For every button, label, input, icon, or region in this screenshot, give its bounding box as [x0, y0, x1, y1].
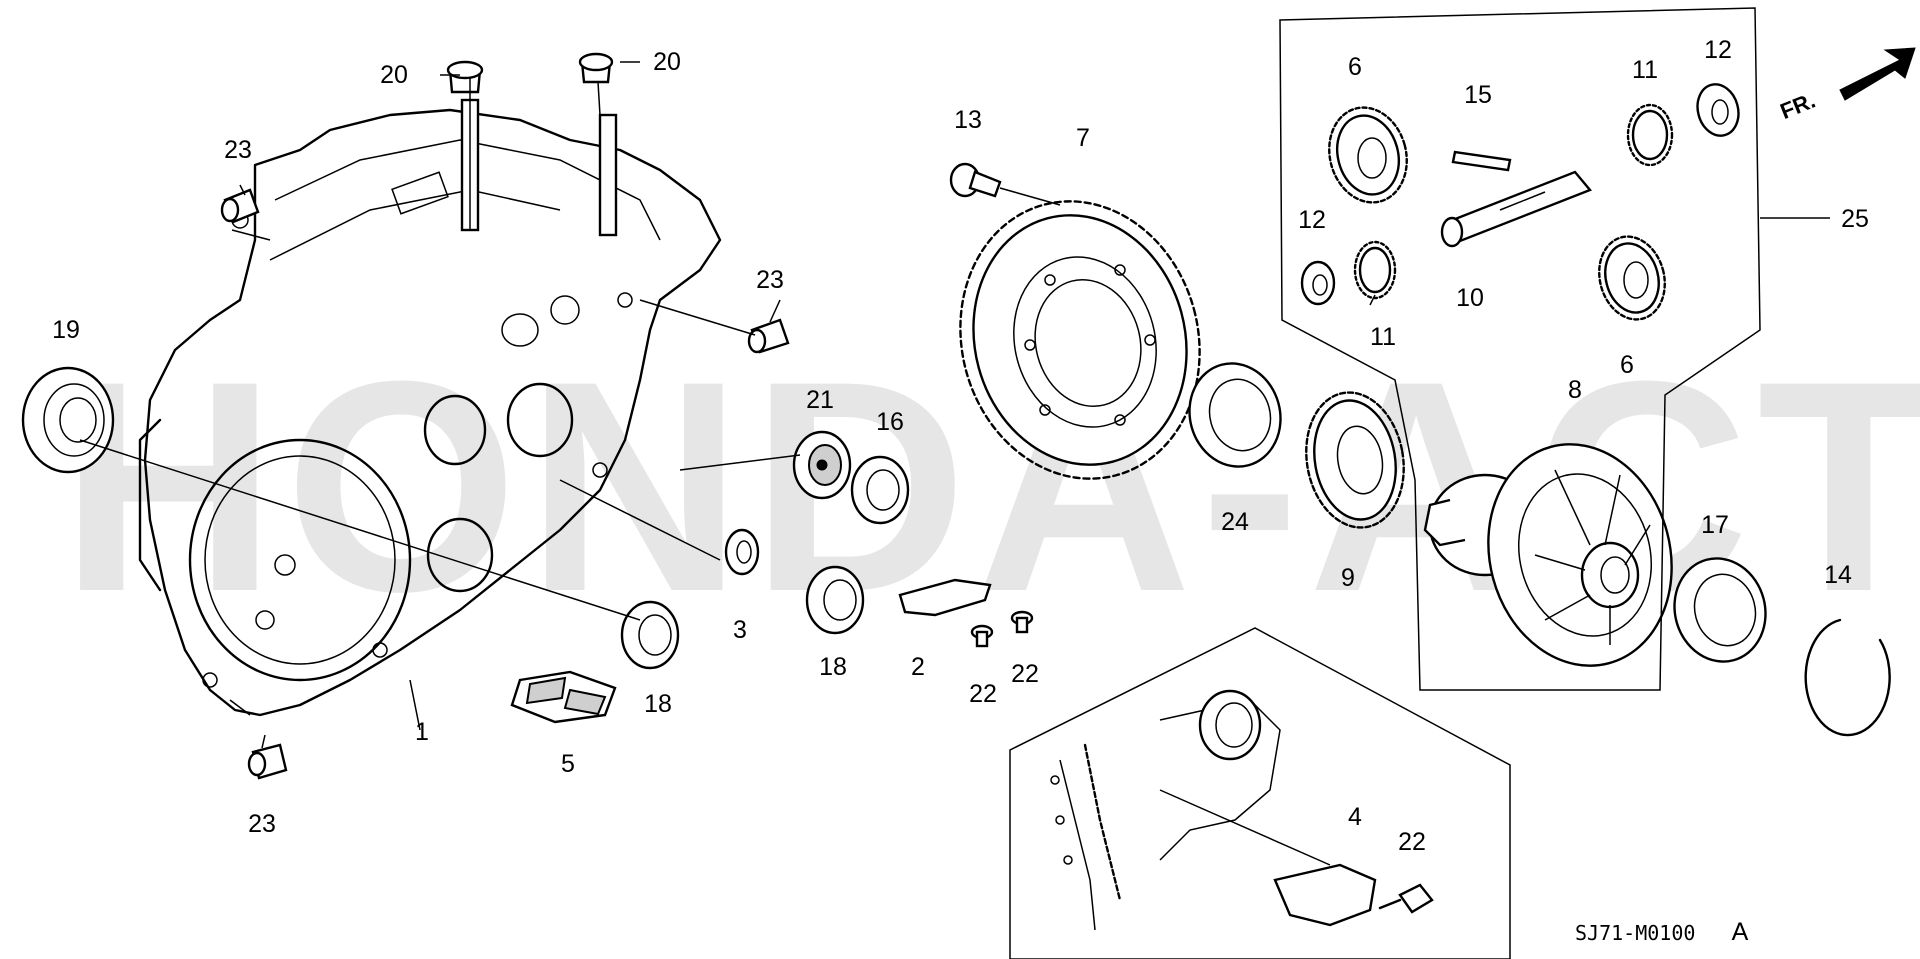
dowel-pin-23-right	[747, 318, 790, 354]
snap-ring-14	[1804, 618, 1891, 737]
callout-19: 19	[52, 316, 80, 344]
callout-8: 8	[1568, 376, 1582, 404]
callout-6-top: 6	[1348, 53, 1362, 81]
callout-24: 24	[1221, 508, 1249, 536]
callout-13: 13	[954, 106, 982, 134]
callout-6-bottom: 6	[1620, 351, 1634, 379]
callout-2: 2	[911, 653, 925, 681]
callout-21: 21	[806, 386, 834, 414]
dowel-pin-23-top	[220, 188, 260, 224]
callout-22-b: 22	[1011, 660, 1039, 688]
callout-5: 5	[561, 750, 575, 778]
direction-label: FR.	[1777, 88, 1819, 124]
side-gear-6-bottom	[1598, 235, 1666, 321]
plate-2	[898, 578, 992, 617]
callout-20-left: 20	[380, 61, 408, 89]
dowel-pin-23-bottom	[247, 743, 288, 780]
bolt-22-a	[970, 624, 994, 648]
bolt-13	[949, 162, 1061, 206]
callout-18-lower: 18	[644, 690, 672, 718]
pinion-gear-11-top	[1626, 103, 1674, 167]
callout-25: 25	[1841, 205, 1869, 233]
side-gear-6-top	[1328, 106, 1408, 204]
callout-7: 7	[1076, 124, 1090, 152]
leader-lines	[79, 61, 1376, 749]
callout-17: 17	[1701, 511, 1729, 539]
revision-suffix: A	[1732, 918, 1749, 946]
sealing-cap-20-left	[446, 60, 484, 94]
pinion-gear-11-bottom	[1353, 240, 1397, 300]
final-driven-gear-7	[959, 200, 1201, 480]
pinion-gear-set-frame-25	[1279, 7, 1830, 691]
ball-bearing-24	[1188, 362, 1282, 468]
shim-3	[724, 528, 760, 576]
pin-15	[1451, 150, 1512, 172]
callout-12-bottom: 12	[1298, 206, 1326, 234]
cover-4	[1273, 863, 1377, 927]
callout-23-bottom: 23	[248, 810, 276, 838]
callout-3: 3	[733, 616, 747, 644]
callout-10: 10	[1456, 284, 1484, 312]
callout-23-top: 23	[224, 136, 252, 164]
speedometer-gear-9	[1305, 391, 1405, 529]
bearing-21	[792, 430, 852, 500]
callout-15: 15	[1464, 81, 1492, 109]
needle-bearing-18-lower	[620, 600, 680, 670]
inset-detail-view	[1009, 627, 1511, 959]
ball-bearing-17	[1673, 557, 1767, 663]
bolt-22-c	[1378, 883, 1434, 914]
diagram-code: SJ71-M0100	[1575, 921, 1695, 945]
thrust-washer-12-top	[1696, 83, 1740, 137]
callout-18-upper: 18	[819, 653, 847, 681]
thrust-washer-12-bottom	[1300, 260, 1336, 306]
callout-16: 16	[876, 408, 904, 436]
callout-9: 9	[1341, 564, 1355, 592]
transmission-housing	[138, 98, 722, 717]
callout-23-right: 23	[756, 266, 784, 294]
needle-bearing-18-upper	[805, 565, 865, 635]
callout-11-bottom: 11	[1370, 323, 1396, 351]
pinion-shaft-10	[1440, 170, 1592, 248]
oil-seal-19	[21, 366, 115, 474]
callout-20-right: 20	[653, 48, 681, 76]
callout-4: 4	[1348, 803, 1362, 831]
bearing-16	[850, 455, 910, 525]
callout-12-top: 12	[1704, 36, 1732, 64]
differential-case-8	[1423, 443, 1673, 667]
magnet-5	[510, 670, 617, 724]
callout-11-top: 11	[1632, 56, 1658, 84]
callout-22-a: 22	[969, 680, 997, 708]
callout-14: 14	[1824, 561, 1852, 589]
callout-22-c: 22	[1398, 828, 1426, 856]
callout-1: 1	[415, 718, 429, 746]
sealing-cap-20-right	[578, 52, 614, 84]
bolt-22-b	[1010, 610, 1034, 634]
front-direction-arrow: FR.	[1777, 47, 1916, 124]
